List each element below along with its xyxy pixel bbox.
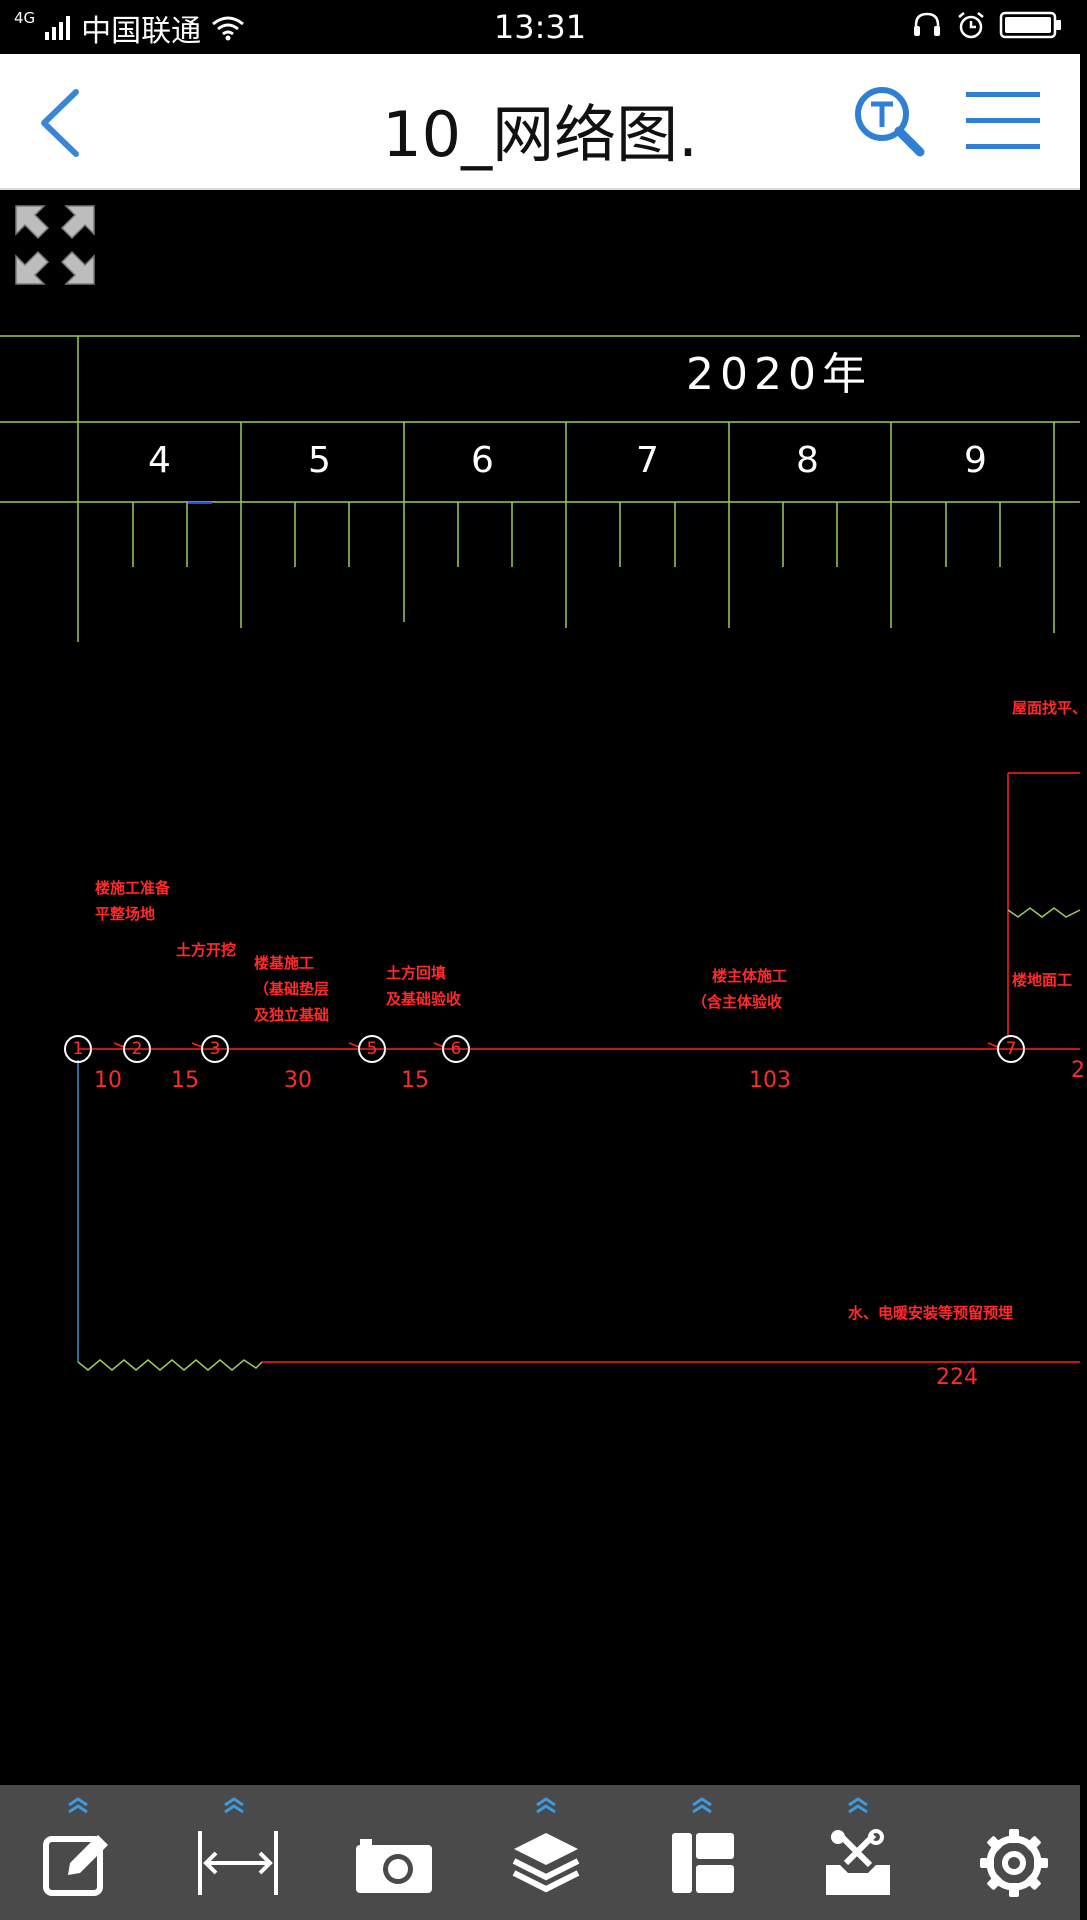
month-label: 9 bbox=[964, 440, 987, 481]
clock: 13:31 bbox=[493, 8, 587, 46]
battery-icon bbox=[999, 11, 1061, 39]
activity-label-line: 土方回填 bbox=[386, 964, 447, 982]
activity-duration: 103 bbox=[749, 1068, 791, 1093]
chevron-up-icon bbox=[536, 1797, 556, 1814]
activity-duration: 10 bbox=[94, 1068, 122, 1093]
menu-icon[interactable] bbox=[966, 88, 1040, 154]
chevron-up-icon bbox=[848, 1797, 868, 1814]
carrier-name: 中国联通 bbox=[81, 14, 202, 49]
activity-duration: 30 bbox=[284, 1068, 312, 1093]
settings-button[interactable] bbox=[964, 1785, 1064, 1920]
tools-icon bbox=[826, 1829, 890, 1895]
network-diagram bbox=[0, 335, 1081, 1371]
status-bar: 4G 中国联通 13:31 bbox=[0, 0, 1080, 54]
network-node: 7 bbox=[997, 1035, 1025, 1063]
bottom-toolbar bbox=[0, 1785, 1080, 1920]
activity-label-line: 楼主体施工 bbox=[712, 967, 788, 985]
measure-button[interactable] bbox=[184, 1785, 284, 1920]
activity-label-line: （基础垫层 bbox=[254, 980, 330, 998]
app-bar: 10_网络图. bbox=[0, 54, 1080, 190]
month-label: 5 bbox=[308, 440, 331, 481]
chevron-up-icon bbox=[68, 1797, 88, 1814]
document-title: 10_网络图. bbox=[382, 98, 698, 171]
status-left: 4G 中国联通 bbox=[14, 6, 245, 50]
activity-label: 土方回填 及基础验收 bbox=[386, 960, 461, 1012]
text-search-icon[interactable] bbox=[852, 84, 926, 158]
layers-icon bbox=[512, 1833, 580, 1893]
layout-button[interactable] bbox=[652, 1785, 752, 1920]
fullscreen-icon[interactable] bbox=[14, 204, 96, 286]
back-icon[interactable] bbox=[36, 88, 86, 158]
network-node: 3 bbox=[201, 1035, 229, 1063]
wifi-icon bbox=[212, 16, 245, 41]
month-label: 7 bbox=[636, 440, 659, 481]
activity-label-line: （含主体验收 bbox=[692, 993, 783, 1011]
activity-duration: 224 bbox=[936, 1365, 978, 1390]
layers-button[interactable] bbox=[496, 1785, 596, 1920]
activity-label: 水、电暖安装等预留预埋 bbox=[848, 1304, 1014, 1322]
month-label: 8 bbox=[796, 440, 819, 481]
network-node: 6 bbox=[442, 1035, 470, 1063]
month-label: 6 bbox=[471, 440, 494, 481]
activity-label: 楼施工准备 平整场地 bbox=[95, 875, 170, 927]
month-label: 4 bbox=[148, 440, 171, 481]
activity-label-line: 及独立基础 bbox=[254, 1006, 330, 1024]
chevron-up-icon bbox=[692, 1797, 712, 1814]
network-node: 1 bbox=[64, 1035, 92, 1063]
activity-label: 楼基施工 （基础垫层 及独立基础 bbox=[254, 950, 329, 1028]
edit-button[interactable] bbox=[28, 1785, 128, 1920]
network-node: 5 bbox=[358, 1035, 386, 1063]
year-header: 2020年 bbox=[686, 349, 872, 400]
network-node: 2 bbox=[123, 1035, 151, 1063]
camera-button[interactable] bbox=[340, 1785, 440, 1920]
tools-button[interactable] bbox=[808, 1785, 908, 1920]
layout-icon bbox=[672, 1833, 734, 1893]
gear-icon bbox=[980, 1829, 1048, 1897]
status-right bbox=[912, 10, 1062, 40]
alarm-icon bbox=[958, 12, 984, 39]
activity-duration: 2 bbox=[1071, 1058, 1085, 1083]
activity-label: 屋面找平、 bbox=[1012, 699, 1087, 717]
cad-drawing-canvas[interactable]: 2020年 4 5 6 7 8 9 1 2 3 5 6 7 楼施工准备 平整场地… bbox=[0, 190, 1087, 1785]
network-type: 4G bbox=[14, 8, 36, 27]
activity-label-line: 楼基施工 bbox=[254, 954, 315, 972]
activity-label: 楼主体施工 （含主体验收 bbox=[692, 963, 787, 1015]
activity-label: 楼地面工 bbox=[1012, 971, 1073, 989]
activity-label-line: 楼施工准备 bbox=[95, 879, 171, 897]
headset-icon bbox=[914, 12, 940, 36]
activity-label-line: 平整场地 bbox=[95, 905, 156, 923]
chevron-up-icon bbox=[224, 1797, 244, 1814]
activity-label-line: 及基础验收 bbox=[386, 990, 462, 1008]
signal-icon bbox=[45, 16, 71, 40]
edit-icon bbox=[43, 1835, 108, 1896]
measure-icon bbox=[198, 1831, 278, 1895]
camera-icon bbox=[356, 1839, 432, 1893]
activity-label: 土方开挖 bbox=[176, 941, 237, 959]
activity-duration: 15 bbox=[171, 1068, 199, 1093]
activity-duration: 15 bbox=[401, 1068, 429, 1093]
